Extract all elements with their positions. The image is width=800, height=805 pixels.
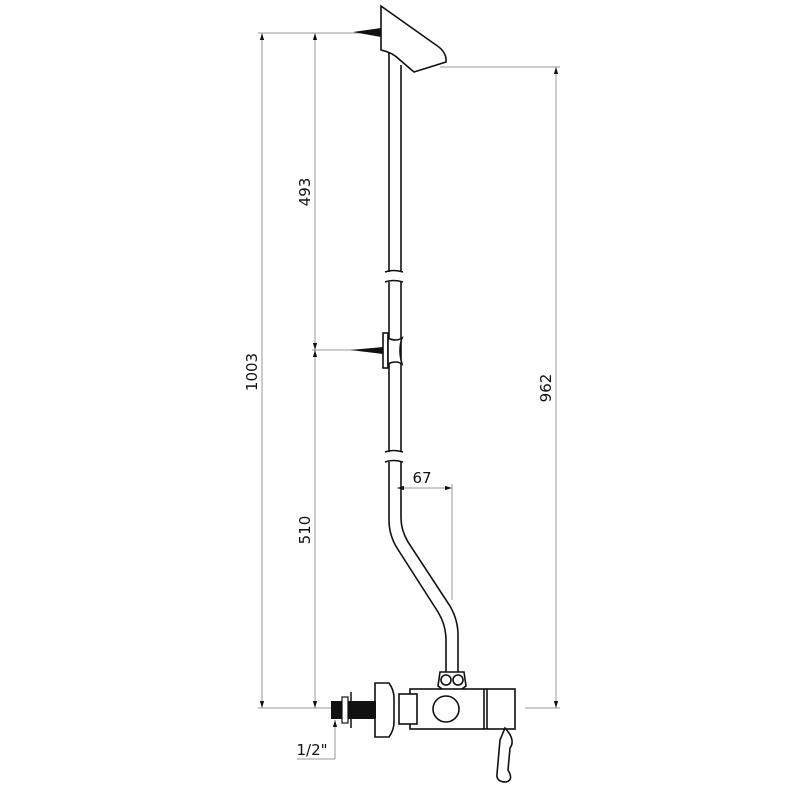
dimension-1003 bbox=[258, 32, 360, 709]
top-wall-screw bbox=[353, 28, 381, 37]
mixer-valve bbox=[374, 671, 516, 783]
inlet-thread bbox=[331, 692, 376, 728]
dimension-label-510: 510 bbox=[296, 516, 314, 545]
dimension-label-962: 962 bbox=[537, 374, 555, 403]
dimension-label-67: 67 bbox=[412, 469, 431, 487]
dimension-label-493: 493 bbox=[296, 178, 314, 207]
shower-head bbox=[380, 4, 447, 73]
dimension-label-inlet: 1/2" bbox=[296, 741, 327, 759]
dimension-493 bbox=[312, 33, 360, 351]
mid-bracket bbox=[350, 332, 404, 369]
dimension-962 bbox=[440, 66, 560, 709]
riser-pipe bbox=[384, 52, 459, 672]
dimension-inlet bbox=[297, 720, 338, 760]
dimension-67 bbox=[397, 484, 453, 600]
dimension-label-1003: 1003 bbox=[243, 353, 261, 391]
